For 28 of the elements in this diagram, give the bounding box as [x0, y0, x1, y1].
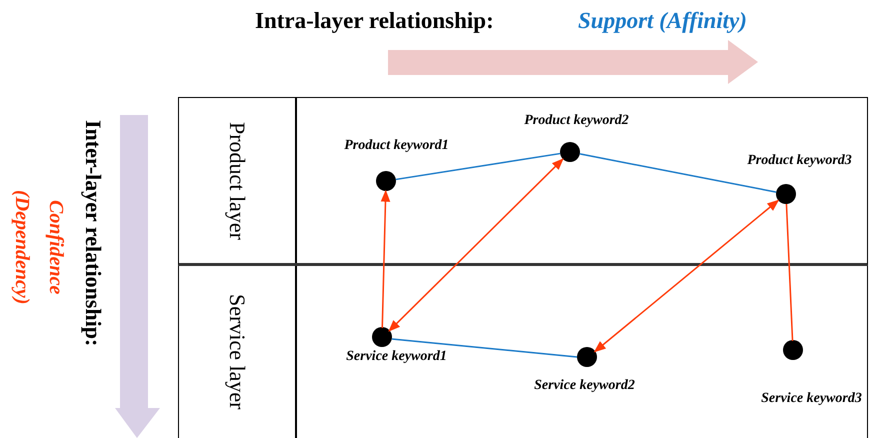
layer-row: [178, 266, 868, 438]
keyword-label: Service keyword2: [534, 378, 635, 394]
axis-title: (Dependency): [10, 190, 33, 304]
layer-row: [178, 97, 868, 266]
arrow: [594, 200, 780, 352]
keyword-dot: [372, 326, 392, 346]
keyword-dot: [776, 184, 796, 204]
keyword-label: Service keyword1: [346, 348, 447, 364]
keyword-dot: [376, 170, 396, 190]
heading-text: Support (Affinity): [578, 8, 747, 34]
heading-text: Intra-layer relationship:: [255, 8, 494, 34]
axis-title: Inter-layer relationship:: [80, 120, 106, 346]
connector-line: [392, 338, 578, 358]
keyword-label: Product keyword3: [747, 152, 852, 168]
keyword-label: Service keyword3: [761, 390, 862, 406]
arrow: [388, 158, 564, 332]
keyword-label: Product keyword1: [344, 138, 449, 154]
connector-line: [786, 204, 794, 342]
keyword-dot: [576, 346, 596, 366]
connector-line: [580, 153, 776, 193]
keyword-dot: [560, 142, 580, 162]
connector-line: [396, 152, 560, 180]
layer-label: Product layer: [224, 122, 251, 240]
keyword-label: Product keyword2: [524, 112, 629, 128]
keyword-dot: [782, 340, 802, 360]
arrow: [380, 190, 390, 328]
axis-title: Confidence: [44, 200, 67, 294]
layer-label: Service layer: [224, 294, 251, 410]
